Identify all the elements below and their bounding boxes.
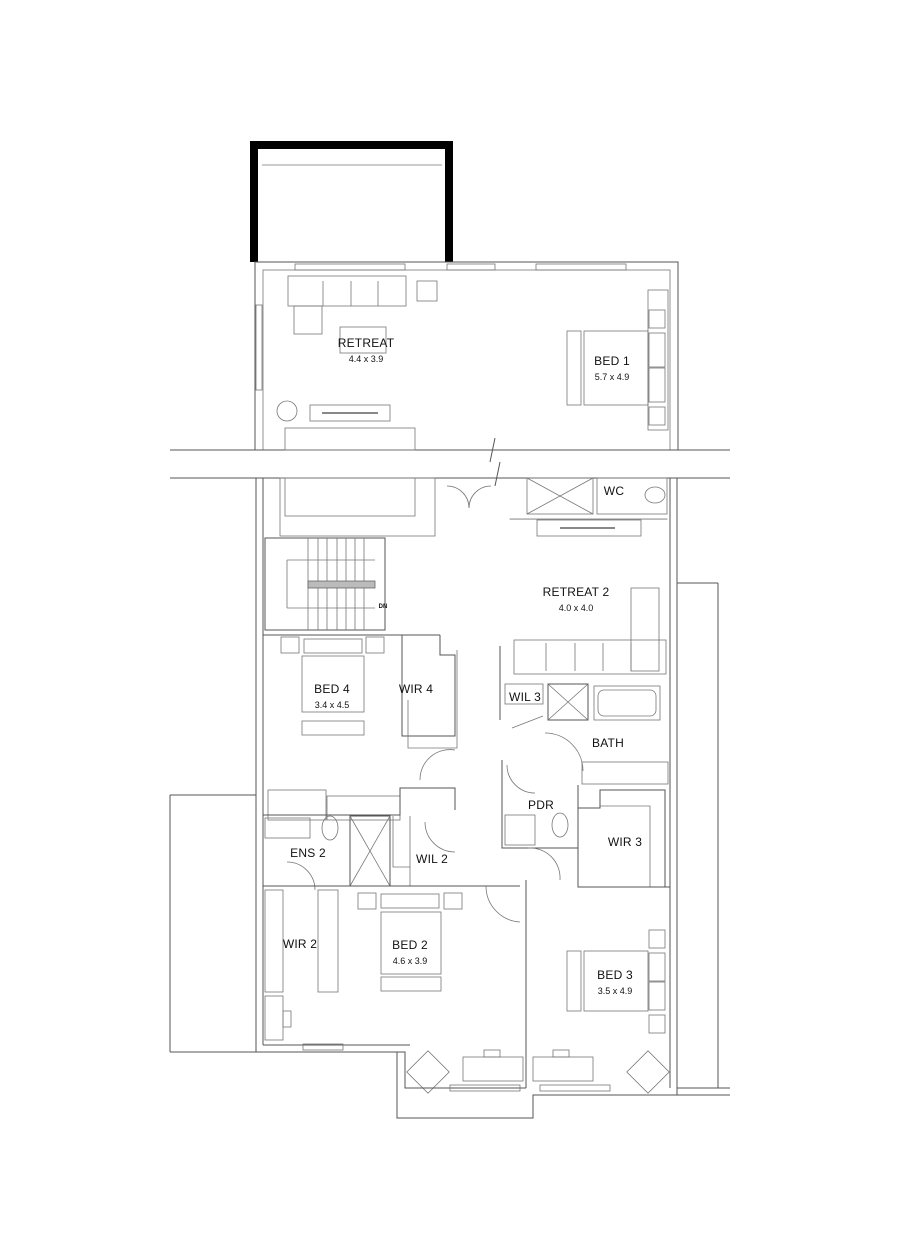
room-name: BED 2 <box>392 938 428 952</box>
room-name: RETREAT 2 <box>542 585 610 599</box>
room-name: ENS 2 <box>290 846 326 860</box>
door[interactable] <box>419 749 456 781</box>
room-dimensions: 4.0 x 4.0 <box>558 603 594 613</box>
tv-unit <box>309 404 391 422</box>
room-dimensions: 3.4 x 4.5 <box>314 700 350 710</box>
stairs[interactable] <box>264 537 386 631</box>
room-name: WIR 3 <box>607 835 643 849</box>
room-pdr: PDR <box>528 796 554 814</box>
double-door[interactable] <box>446 485 492 509</box>
room-wil-2: WIL 2 <box>416 850 448 868</box>
room-bath: BATH <box>592 734 624 752</box>
room-dimensions: 5.7 x 4.9 <box>594 372 630 382</box>
sofa <box>287 275 407 307</box>
bed-3-bed <box>583 950 649 1012</box>
room-name: WIR 4 <box>398 682 434 696</box>
room-retreat: RETREAT 4.4 x 3.9 <box>338 334 395 364</box>
door[interactable] <box>544 732 584 772</box>
room-name: BED 4 <box>314 682 350 696</box>
room-retreat-2: RETREAT 2 4.0 x 4.0 <box>543 583 610 613</box>
bathtub <box>593 685 661 721</box>
room-dimensions: 4.4 x 3.9 <box>348 354 384 364</box>
room-name: WIR 2 <box>282 937 318 951</box>
stair-down-label: DN <box>378 604 388 610</box>
door[interactable] <box>527 847 561 881</box>
room-name: WC <box>603 484 625 498</box>
room-bed-2: BED 2 4.6 x 3.9 <box>392 936 428 966</box>
room-name: BATH <box>592 736 624 750</box>
room-name: WIL 3 <box>509 690 541 704</box>
window <box>539 1084 611 1092</box>
room-wc: WC <box>604 482 624 500</box>
room-wir-2: WIR 2 <box>283 935 317 953</box>
toilet <box>321 815 339 841</box>
room-dimensions: 4.6 x 3.9 <box>392 956 428 966</box>
armchair <box>626 1050 670 1094</box>
armchair <box>406 1050 450 1094</box>
bed-2-bed <box>380 911 442 975</box>
window <box>535 263 627 271</box>
window <box>446 263 496 271</box>
window <box>255 304 263 391</box>
room-name: WIL 2 <box>416 852 448 866</box>
room-name: BED 1 <box>594 354 630 368</box>
room-bed-4: BED 4 3.4 x 4.5 <box>314 680 350 710</box>
toilet <box>644 486 666 504</box>
balcony-wall <box>250 141 453 262</box>
room-wir-3: WIR 3 <box>608 833 642 851</box>
bed-4-bed <box>301 655 365 713</box>
door[interactable] <box>485 885 521 923</box>
room-wir-4: WIR 4 <box>399 680 433 698</box>
toilet <box>551 812 569 838</box>
shower-2 <box>547 683 589 721</box>
sofa-2 <box>513 639 667 675</box>
room-wil-3: WIL 3 <box>509 688 541 706</box>
break-line-icon <box>489 437 501 487</box>
round-table <box>276 400 298 422</box>
room-dimensions: 3.5 x 4.9 <box>597 986 633 996</box>
room-bed-3: BED 3 3.5 x 4.9 <box>597 966 633 996</box>
window <box>294 263 406 271</box>
room-name: RETREAT <box>337 336 395 350</box>
side-table <box>416 280 438 302</box>
door[interactable] <box>424 821 456 853</box>
window <box>449 1084 521 1092</box>
room-name: PDR <box>528 798 554 812</box>
desk <box>462 1056 524 1082</box>
window <box>302 1043 344 1051</box>
desk <box>532 1056 594 1082</box>
room-name: BED 3 <box>597 968 633 982</box>
room-bed-1: BED 1 5.7 x 4.9 <box>594 352 630 382</box>
shower <box>526 477 594 515</box>
bench <box>284 427 416 451</box>
door[interactable] <box>506 764 536 794</box>
vanity <box>581 761 669 785</box>
room-ens-2: ENS 2 <box>290 844 326 862</box>
